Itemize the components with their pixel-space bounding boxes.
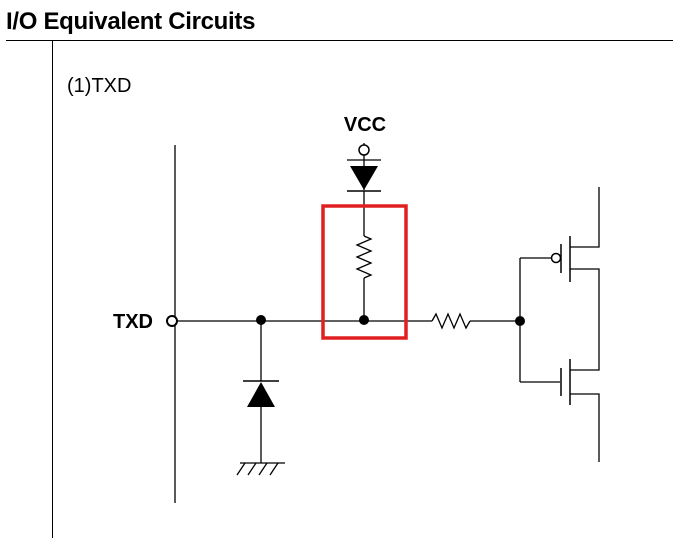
pull-up-resistor xyxy=(355,235,373,320)
pull-up-highlight-box xyxy=(321,204,408,340)
heading-rule xyxy=(6,40,673,41)
esd-diode xyxy=(243,320,279,463)
series-resistor xyxy=(431,312,520,330)
frame-border xyxy=(52,41,53,538)
nmos-transistor xyxy=(560,351,600,462)
section-heading: I/O Equivalent Circuits xyxy=(6,8,256,35)
ground-symbol xyxy=(236,462,285,476)
subsection-label: (1)TXD xyxy=(67,75,132,97)
gate-bus xyxy=(519,257,560,383)
vcc-diode xyxy=(347,143,381,236)
txd-pin-terminal xyxy=(166,315,178,327)
txd-pin-label: TXD xyxy=(113,311,153,333)
vcc-label: VCC xyxy=(344,114,386,136)
pmos-transistor xyxy=(550,187,600,351)
